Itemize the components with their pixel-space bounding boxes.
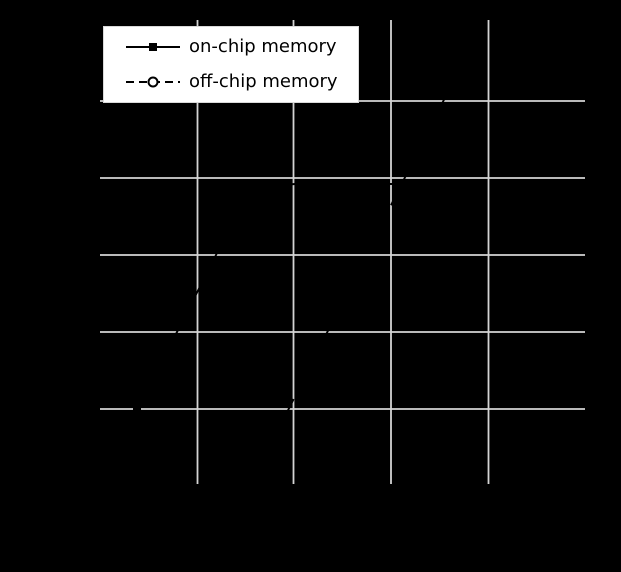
circle-marker <box>460 50 472 62</box>
square-marker <box>326 179 334 188</box>
circle-marker <box>420 130 432 142</box>
solid-line-square-marker-icon <box>126 43 180 51</box>
legend-item-on-chip: on-chip memory <box>126 32 358 62</box>
circle-marker <box>300 369 312 381</box>
legend-box: on-chip memory off-chip memory <box>103 26 359 103</box>
legend-label-on-chip: on-chip memory <box>189 36 337 57</box>
square-marker <box>133 404 141 413</box>
circle-marker <box>340 289 352 301</box>
circle-marker <box>260 448 272 460</box>
dashed-line-circle-marker-icon <box>126 76 180 88</box>
series-line-dashed <box>250 19 485 485</box>
square-marker <box>446 180 454 188</box>
legend-item-off-chip: off-chip memory <box>126 67 358 97</box>
legend-label-off-chip: off-chip memory <box>189 71 338 92</box>
square-marker <box>244 197 252 205</box>
series-line-solid <box>136 182 450 409</box>
circle-marker <box>378 213 390 225</box>
